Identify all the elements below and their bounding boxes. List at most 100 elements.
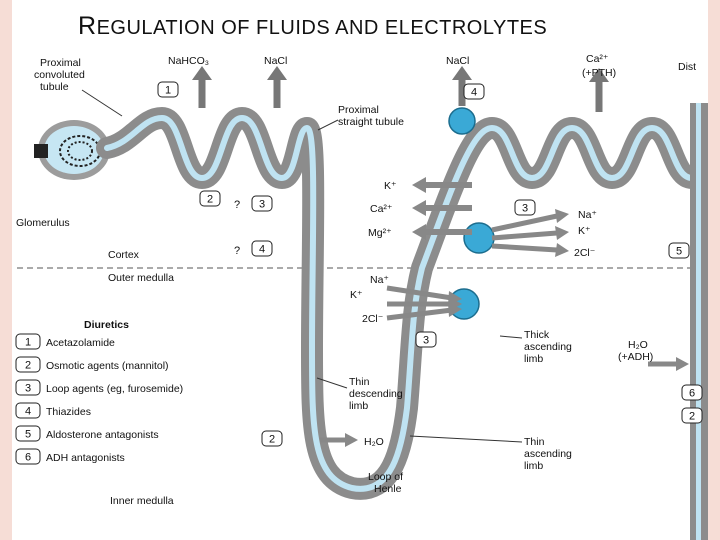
label-na-in-2: Na⁺ xyxy=(370,274,389,286)
legend-title: Diuretics xyxy=(84,319,129,331)
legend-number-3-number: 3 xyxy=(25,383,31,395)
legend-number-3: 3 xyxy=(15,379,41,396)
label-h2o-2: H₂O xyxy=(628,339,648,351)
arrows-thick-in-1 xyxy=(491,209,569,257)
legend-item-3: Loop agents (eg, furosemide) xyxy=(46,383,183,395)
label-proximal-straight-2: straight tubule xyxy=(338,116,404,128)
label-adh: (+ADH) xyxy=(618,351,653,363)
label-cortex: Cortex xyxy=(108,249,140,261)
pointer-proximal-convoluted xyxy=(81,89,123,117)
arrows-thick-in-2 xyxy=(386,285,462,321)
legend-item-1: Acetazolamide xyxy=(46,337,115,349)
label-ca-out: Ca²⁺ xyxy=(370,203,393,215)
arrow-mg-out xyxy=(412,224,472,240)
site-marker-s1: 1 xyxy=(157,81,179,98)
legend-number-6: 6 xyxy=(15,448,41,465)
nephron-diagram: Proximal convoluted tubule NaHCO₃ NaCl N… xyxy=(12,48,708,540)
arrow-ca xyxy=(589,68,609,112)
site-marker-s6: 6 xyxy=(681,384,703,401)
legend-item-5: Aldosterone antagonists xyxy=(46,429,159,441)
label-proximal-convoluted-2: convoluted xyxy=(34,69,85,81)
slide-title: REGULATION OF FLUIDS AND ELECTROLYTES xyxy=(78,12,547,41)
label-proximal-convoluted-1: Proximal xyxy=(40,57,81,69)
legend-number-4-number: 4 xyxy=(25,406,31,418)
arrow-nacl-2 xyxy=(452,66,472,106)
label-thin-ascending-2: ascending xyxy=(524,448,572,460)
label-nacl-1: NaCl xyxy=(264,55,287,67)
site-marker-s3c: 3 xyxy=(415,331,437,348)
legend-item-2: Osmotic agents (mannitol) xyxy=(46,360,169,372)
legend-number-6-number: 6 xyxy=(25,452,31,464)
site-marker-s5-number: 5 xyxy=(676,246,682,258)
label-cl-in: 2Cl⁻ xyxy=(574,247,596,259)
label-glomerulus: Glomerulus xyxy=(16,217,70,229)
site-marker-s2b: 2 xyxy=(261,430,283,447)
site-marker-s4b-number: 4 xyxy=(471,87,477,99)
site-marker-s2c: 2 xyxy=(681,407,703,424)
pointer-thin-descending xyxy=(316,377,348,389)
transporter-cell-thick-1 xyxy=(463,222,495,254)
pointer-thin-ascending xyxy=(409,435,523,443)
label-k-in-2: K⁺ xyxy=(350,289,363,301)
right-border-strip xyxy=(708,0,720,540)
label-k-in: K⁺ xyxy=(578,225,591,237)
site-marker-s3b: 3 xyxy=(514,199,536,216)
question-mark-1: ? xyxy=(234,199,240,211)
label-thin-descending-3: limb xyxy=(349,400,368,412)
arrow-h2o-1 xyxy=(320,433,358,447)
label-thick-1: Thick xyxy=(524,329,550,341)
arrow-ca-out xyxy=(412,200,472,216)
site-marker-s2c-number: 2 xyxy=(689,411,695,423)
label-thick-2: ascending xyxy=(524,341,572,353)
label-loop-2: Henle xyxy=(374,483,402,495)
label-pth: (+PTH) xyxy=(582,67,616,79)
diuretics-legend: Diuretics 1 Acetazolamide 2 Osmotic agents … xyxy=(15,319,183,465)
label-ca: Ca²⁺ xyxy=(586,53,609,65)
site-marker-s3a-number: 3 xyxy=(259,199,265,211)
label-mg-out: Mg²⁺ xyxy=(368,227,392,239)
site-marker-s3b-number: 3 xyxy=(522,203,528,215)
legend-number-4: 4 xyxy=(15,402,41,419)
label-na-in: Na⁺ xyxy=(578,209,597,221)
label-loop-1: Loop of xyxy=(368,471,403,483)
glomerulus xyxy=(34,120,110,180)
legend-number-2-number: 2 xyxy=(25,360,31,372)
legend-item-4: Thiazides xyxy=(46,406,91,418)
transporter-cell-dct xyxy=(448,107,476,135)
legend-number-5: 5 xyxy=(15,425,41,442)
site-marker-s3a: 3 xyxy=(251,195,273,212)
label-thick-3: limb xyxy=(524,353,543,365)
legend-number-1: 1 xyxy=(15,333,41,350)
site-marker-s4b: 4 xyxy=(463,83,485,100)
title-first-letter: R xyxy=(78,12,97,40)
label-cl-in-2: 2Cl⁻ xyxy=(362,313,384,325)
legend-number-1-number: 1 xyxy=(25,337,31,349)
label-proximal-convoluted-3: tubule xyxy=(40,81,69,93)
site-marker-s2a: 2 xyxy=(199,190,221,207)
title-rest: EGULATION OF FLUIDS AND ELECTROLYTES xyxy=(96,17,548,39)
site-marker-s3c-number: 3 xyxy=(423,335,429,347)
label-inner-medulla: Inner medulla xyxy=(110,495,174,507)
site-marker-s1-number: 1 xyxy=(165,85,171,97)
arrow-k-out xyxy=(412,177,472,193)
site-marker-s6-number: 6 xyxy=(689,388,695,400)
arrow-h2o-2 xyxy=(648,357,689,371)
legend-item-6: ADH antagonists xyxy=(46,452,125,464)
question-mark-2: ? xyxy=(234,245,240,257)
legend-number-5-number: 5 xyxy=(25,429,31,441)
label-nahco3: NaHCO₃ xyxy=(168,55,209,67)
label-nacl-2: NaCl xyxy=(446,55,469,67)
arrow-nacl-1 xyxy=(267,66,287,108)
arrow-nahco3 xyxy=(192,66,212,108)
label-outer-medulla: Outer medulla xyxy=(108,272,174,284)
label-k-out: K⁺ xyxy=(384,180,397,192)
label-thin-ascending-3: limb xyxy=(524,460,543,472)
label-dist: Dist xyxy=(678,61,696,73)
site-marker-s5: 5 xyxy=(668,242,690,259)
pointer-proximal-straight xyxy=(317,119,339,131)
tubule-lumen xyxy=(104,115,695,492)
label-proximal-straight-1: Proximal xyxy=(338,104,379,116)
site-marker-s2a-number: 2 xyxy=(207,194,213,206)
legend-number-2: 2 xyxy=(15,356,41,373)
